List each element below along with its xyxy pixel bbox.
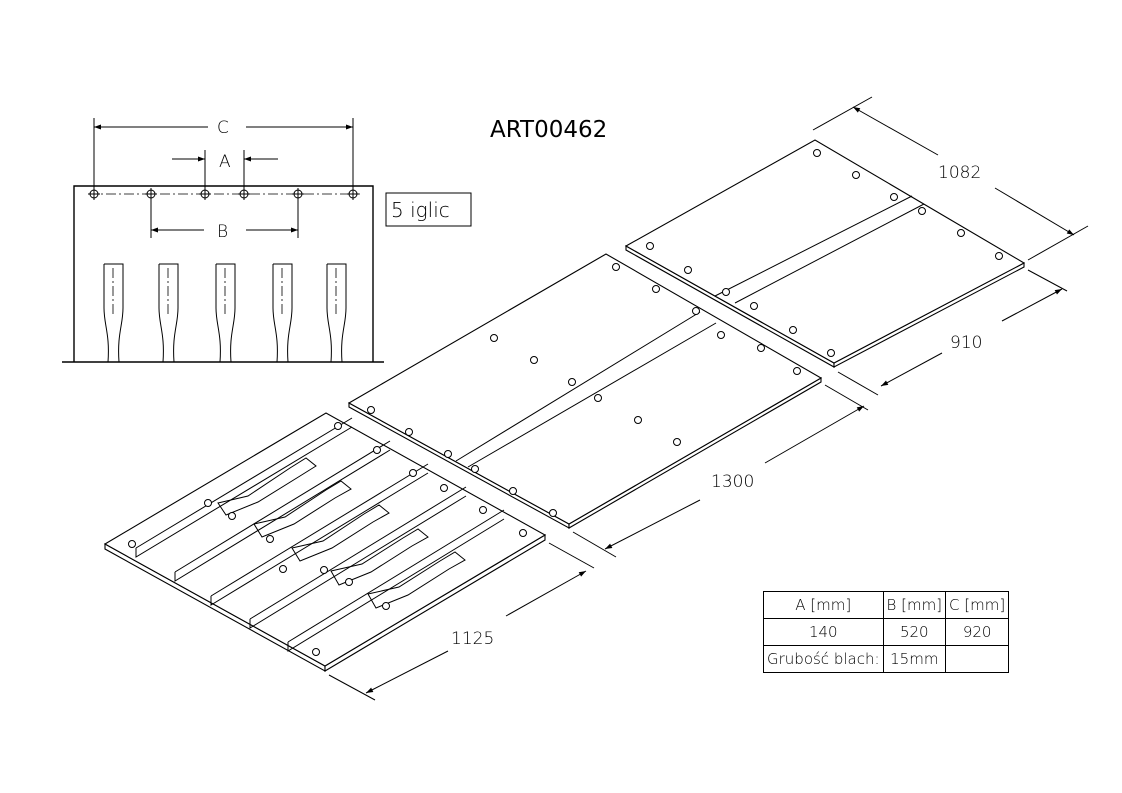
table-value-c: 920	[945, 618, 1010, 646]
middle-plate	[347, 253, 823, 529]
table-header-row: A [mm] B [mm] C [mm]	[763, 591, 1010, 619]
drawing-title: ART00462	[490, 117, 607, 143]
table-empty-cell	[945, 645, 1010, 673]
bottom-plate	[103, 412, 547, 672]
thickness-label: Grubość blach:	[763, 645, 884, 673]
dimension-middle-plate-length: 1300	[572, 384, 869, 558]
table-values-row: 140 520 920	[763, 618, 1010, 646]
dimension-table: A [mm] B [mm] C [mm] 140 520 920 Grubość…	[763, 591, 1010, 673]
dimension-c-label: C	[217, 118, 229, 138]
table-value-b: 520	[882, 618, 947, 646]
table-header-b: B [mm]	[882, 591, 947, 619]
top-plate	[624, 139, 1026, 368]
table-value-a: 140	[763, 618, 884, 646]
dimension-1125-label: 1125	[451, 629, 494, 649]
dimension-bottom-plate-length: 1125	[328, 542, 595, 701]
dimension-1082-label: 1082	[938, 163, 981, 183]
needle-count-box	[385, 192, 472, 227]
dimension-910-label: 910	[950, 333, 982, 353]
dimension-1300-label: 1300	[711, 472, 754, 492]
dimension-a-label: A	[219, 152, 231, 172]
table-header-a: A [mm]	[763, 591, 884, 619]
needle-count-label: 5 iglic	[391, 198, 450, 222]
table-header-c: C [mm]	[945, 591, 1010, 619]
dimension-b-label: B	[217, 222, 228, 242]
table-thickness-row: Grubość blach: 15mm	[763, 645, 1010, 673]
needle-slots	[135, 417, 505, 652]
dimension-top-plate-width: 910	[837, 269, 1068, 396]
front-view-needles	[103, 263, 347, 363]
dimension-top-plate-length: 1082	[812, 96, 1089, 261]
front-view-holes	[88, 188, 359, 200]
front-view: C A B 5 iglic	[62, 118, 472, 363]
thickness-value: 15mm	[882, 645, 947, 673]
